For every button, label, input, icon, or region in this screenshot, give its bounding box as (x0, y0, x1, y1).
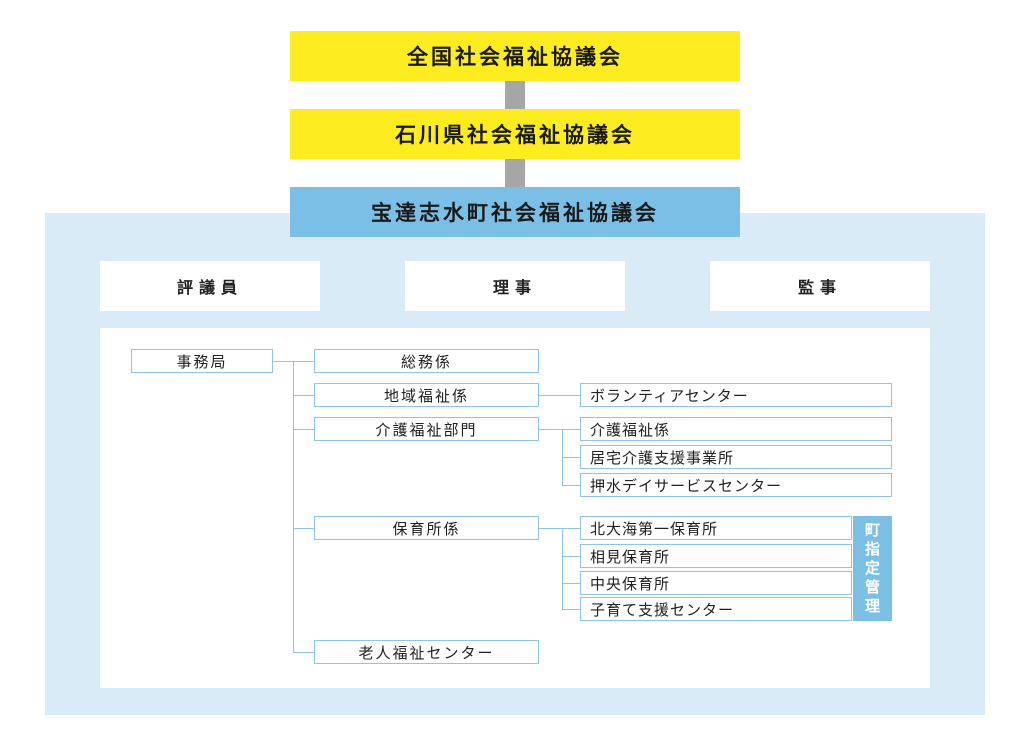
designation-tag: 町指定管理 (853, 516, 892, 621)
connector-national-prefecture (505, 81, 525, 109)
section-general-label: 総務係 (400, 352, 452, 371)
section-senior-label: 老人福祉センター (358, 643, 495, 662)
designation-tag-char: 指 (864, 540, 880, 558)
section-care-label: 介護福祉部門 (375, 420, 478, 439)
care-child-label: 押水デイサービスセンター (590, 476, 783, 495)
section-community-label: 地域福祉係 (383, 386, 469, 405)
designation-tag-char: 町 (864, 521, 880, 539)
community-child-volunteer: ボランティアセンター (580, 383, 892, 407)
care-child-label: 居宅介護支援事業所 (590, 448, 735, 467)
line-to-nursery (293, 528, 314, 529)
role-councilors-label: 評議員 (176, 278, 243, 297)
nursery-child-label: 北大海第一保育所 (590, 519, 719, 538)
line-to-care (293, 429, 314, 430)
line-community-to-volunteer (539, 395, 580, 396)
connector-prefecture-town (505, 159, 525, 187)
community-child-label: ボランティアセンター (590, 386, 749, 405)
section-senior: 老人福祉センター (314, 640, 539, 664)
care-child-1: 介護福祉係 (580, 417, 892, 441)
care-child-label: 介護福祉係 (590, 420, 671, 439)
nursery-child-label: 子育て支援センター (590, 600, 735, 619)
role-auditors-label: 監事 (797, 278, 842, 297)
line-nursery-to-children (539, 528, 580, 529)
secretariat-label: 事務局 (176, 352, 228, 371)
care-child-2: 居宅介護支援事業所 (580, 445, 892, 469)
nursery-child-label: 中央保育所 (590, 574, 671, 593)
nursery-child-label: 相見保育所 (590, 547, 671, 566)
nursery-child-2: 相見保育所 (580, 544, 852, 568)
line-to-nursery-child-2 (562, 556, 580, 557)
role-directors: 理事 (405, 261, 625, 311)
role-directors-label: 理事 (492, 278, 537, 297)
line-to-nursery-child-3 (562, 583, 580, 584)
care-child-3: 押水デイサービスセンター (580, 473, 892, 497)
town-council-box: 宝達志水町社会福祉協議会 (290, 187, 740, 237)
nursery-child-1: 北大海第一保育所 (580, 516, 852, 540)
section-care: 介護福祉部門 (314, 417, 539, 441)
designation-tag-char: 理 (864, 597, 880, 615)
line-to-care-child-2 (562, 457, 580, 458)
line-main-trunk (293, 361, 294, 653)
national-council-box: 全国社会福祉協議会 (290, 31, 740, 81)
section-nursery: 保育所係 (314, 516, 539, 540)
prefecture-council-label: 石川県社会福祉協議会 (395, 123, 635, 147)
nursery-child-3: 中央保育所 (580, 571, 852, 595)
line-to-nursery-child-4 (562, 609, 580, 610)
secretariat-box: 事務局 (131, 349, 273, 373)
role-auditors: 監事 (710, 261, 930, 311)
line-care-to-children (539, 429, 580, 430)
nursery-child-4: 子育て支援センター (580, 597, 852, 621)
section-nursery-label: 保育所係 (392, 519, 461, 538)
line-to-community (293, 395, 314, 396)
national-council-label: 全国社会福祉協議会 (407, 45, 623, 69)
prefecture-council-box: 石川県社会福祉協議会 (290, 109, 740, 159)
section-community: 地域福祉係 (314, 383, 539, 407)
secretariat-panel (100, 328, 930, 688)
line-to-senior (293, 652, 314, 653)
designation-tag-char: 管 (864, 578, 880, 596)
line-nursery-trunk (562, 528, 563, 610)
line-to-care-child-3 (562, 485, 580, 486)
section-general: 総務係 (314, 349, 539, 373)
designation-tag-char: 定 (864, 559, 880, 577)
town-council-label: 宝達志水町社会福祉協議会 (371, 201, 659, 225)
role-councilors: 評議員 (100, 261, 320, 311)
